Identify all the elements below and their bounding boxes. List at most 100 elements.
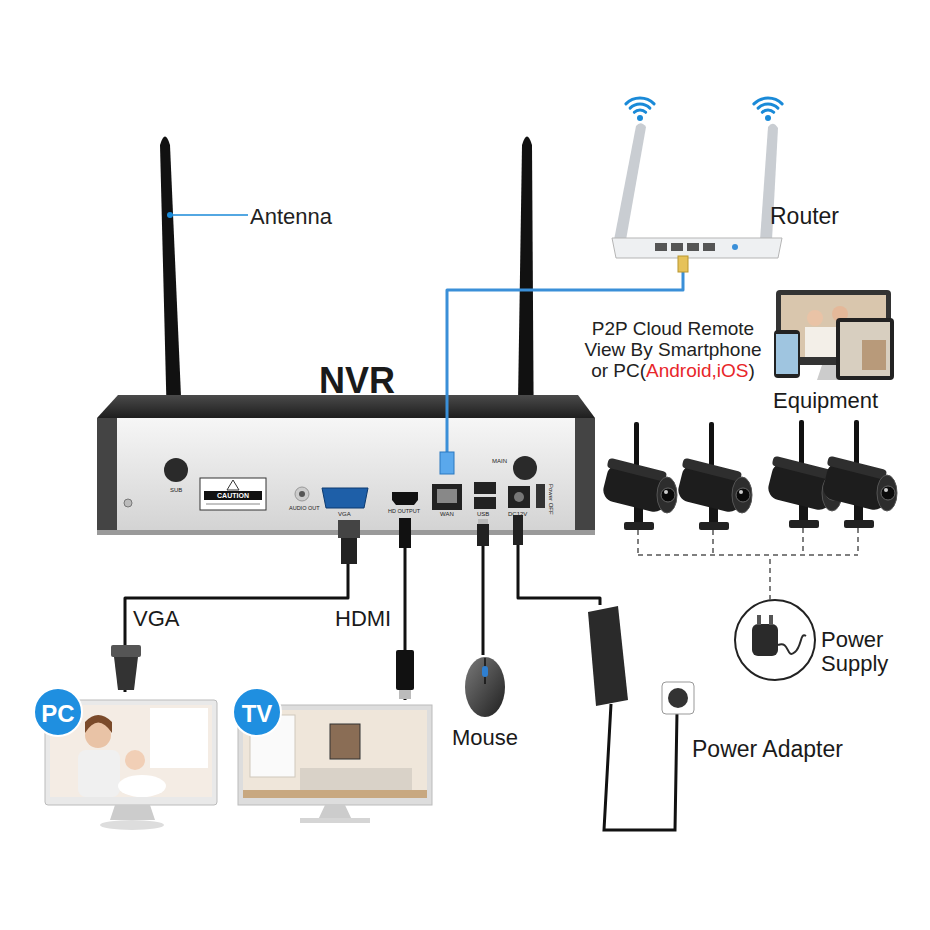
socket-plug bbox=[668, 688, 688, 708]
mouse-body bbox=[465, 657, 505, 717]
pc-stand bbox=[110, 805, 155, 820]
wifi-arc bbox=[754, 98, 782, 104]
caution-sticker bbox=[200, 478, 266, 510]
audio-port bbox=[295, 487, 309, 501]
sticker-line bbox=[206, 504, 260, 505]
tablet-screen bbox=[840, 322, 890, 376]
wan-socket bbox=[437, 489, 457, 503]
tv-foot bbox=[300, 818, 370, 823]
caption-text: ) bbox=[749, 360, 755, 381]
camera-group: Equipment bbox=[605, 385, 895, 555]
router-port bbox=[703, 243, 715, 251]
screen-floor bbox=[243, 790, 427, 798]
wifi-arc bbox=[626, 98, 654, 104]
ethernet-cable bbox=[446, 418, 449, 456]
device-label: Mouse bbox=[452, 725, 518, 750]
hdmi-plug bbox=[399, 518, 411, 548]
router-antenna bbox=[614, 123, 646, 240]
router-device: Router bbox=[600, 100, 860, 265]
device-label: Router bbox=[770, 203, 839, 229]
antenna-base bbox=[513, 456, 537, 480]
router-port bbox=[655, 243, 667, 251]
screen-window bbox=[150, 708, 208, 768]
hdmi-tip bbox=[399, 690, 411, 699]
dc-port bbox=[508, 486, 530, 508]
remote-phone bbox=[774, 330, 800, 378]
device-label: Power Supply bbox=[821, 628, 913, 676]
dashed-branch bbox=[712, 530, 714, 555]
ethernet-plug bbox=[440, 452, 454, 474]
router-port bbox=[671, 243, 683, 251]
screen-sofa bbox=[300, 768, 412, 790]
remote-tablet bbox=[836, 318, 894, 380]
wifi-dot bbox=[765, 115, 771, 121]
port-label: AUDIO OUT bbox=[289, 505, 320, 511]
vga-plug bbox=[114, 657, 138, 690]
leader-line bbox=[170, 214, 248, 216]
tv-stand bbox=[318, 805, 352, 820]
power-adapter: Power Adapter bbox=[575, 605, 700, 840]
mouse-device: Mouse bbox=[445, 655, 540, 755]
power-switch bbox=[536, 484, 545, 508]
port-label: WAN bbox=[440, 511, 454, 518]
device-heading: NVR bbox=[277, 360, 437, 401]
callout-label: Antenna bbox=[250, 204, 332, 229]
ground-screw bbox=[124, 499, 132, 507]
wifi-arc bbox=[634, 110, 645, 112]
plug-prong bbox=[769, 615, 773, 625]
plug-cord bbox=[778, 635, 806, 654]
vga-plug bbox=[341, 538, 357, 564]
screen-person bbox=[78, 750, 120, 797]
router-body bbox=[612, 238, 782, 258]
wifi-arc bbox=[762, 110, 773, 112]
hdmi-port bbox=[392, 492, 418, 505]
power-split-lines bbox=[638, 528, 858, 555]
wireless-camera bbox=[819, 420, 897, 528]
vga-cable bbox=[125, 535, 348, 692]
wireless-camera bbox=[674, 422, 752, 530]
remote-view-caption: P2P Cloud Remote View By Smartphone or P… bbox=[575, 318, 771, 381]
power-supply-circle bbox=[735, 600, 815, 680]
wifi-icon bbox=[626, 98, 782, 112]
power-split-line bbox=[769, 555, 771, 600]
wall-plug bbox=[752, 624, 778, 656]
dashed-branch bbox=[637, 530, 639, 555]
screen-picture bbox=[330, 724, 360, 759]
port-label: VGA bbox=[338, 511, 351, 518]
warning-triangle bbox=[227, 480, 239, 490]
power-supply: Power Supply bbox=[733, 600, 915, 692]
cable-label: HDMI bbox=[335, 606, 391, 631]
vga-plug bbox=[111, 645, 141, 657]
vga-port bbox=[322, 488, 368, 508]
wall-socket bbox=[662, 682, 694, 714]
adapter-cord bbox=[604, 704, 677, 830]
wifi-arc bbox=[630, 104, 650, 108]
wifi-dot bbox=[637, 115, 643, 121]
screen-person bbox=[807, 310, 823, 326]
dashed-branch bbox=[857, 528, 859, 555]
wan-port bbox=[432, 484, 462, 510]
router-led bbox=[732, 244, 738, 250]
device-label: Equipment bbox=[773, 388, 878, 413]
ethernet-plug bbox=[678, 256, 688, 272]
router-port bbox=[687, 243, 699, 251]
port-label: Power OFF bbox=[547, 484, 554, 515]
usb-cable bbox=[482, 535, 485, 655]
hdmi-plug bbox=[396, 650, 414, 690]
antenna-base bbox=[164, 458, 188, 482]
port-label: USB bbox=[477, 511, 489, 518]
usb-port bbox=[474, 497, 496, 509]
dashed-branch bbox=[802, 528, 804, 555]
dc-hole bbox=[514, 492, 524, 502]
nvr-bracket bbox=[575, 418, 595, 535]
caution-bar bbox=[204, 491, 262, 500]
wireless-camera bbox=[599, 422, 677, 530]
usb-port bbox=[474, 482, 496, 494]
vga-plug bbox=[338, 520, 360, 538]
usb-tip bbox=[478, 519, 488, 524]
